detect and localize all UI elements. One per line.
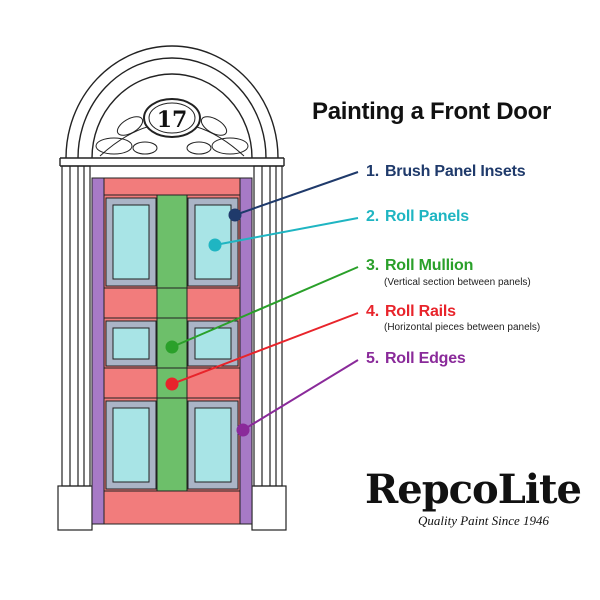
panel-inset-top-left xyxy=(112,204,150,280)
house-number: 17 xyxy=(157,107,188,133)
panel-inset-mid-right xyxy=(194,327,232,360)
step-1-label: Brush Panel Insets xyxy=(384,163,526,180)
step-4-label: Roll Rails xyxy=(384,303,456,320)
fanlight-arch-inner2 xyxy=(91,73,253,159)
step-3-label: Roll Mullion xyxy=(384,257,474,274)
step-1-number: 1. xyxy=(366,163,379,180)
callout-dot-4 xyxy=(165,377,179,391)
step-4-note: (Horizontal pieces between panels) xyxy=(384,322,541,333)
step-4-number: 4. xyxy=(366,303,379,320)
callout-dot-3 xyxy=(165,340,179,354)
callout-dot-2 xyxy=(208,238,222,252)
panel-inset-bottom-right xyxy=(194,407,232,483)
callout-line-2 xyxy=(214,217,359,246)
callout-dots xyxy=(165,208,250,437)
step-4: 4. Roll Rails xyxy=(366,303,456,321)
step-5-number: 5. xyxy=(366,350,379,367)
rail-lines xyxy=(104,194,240,492)
house-number-plaque xyxy=(143,98,201,138)
right-pilaster xyxy=(251,165,287,531)
step-3-number: 3. xyxy=(366,257,379,274)
step-2-number: 2. xyxy=(366,208,379,225)
door-edge-left xyxy=(91,177,105,525)
left-pilaster xyxy=(57,165,93,531)
brand-logo: RepcoLite xyxy=(365,466,582,513)
callout-line-4 xyxy=(171,312,359,385)
door-panels xyxy=(105,197,239,490)
callout-line-1 xyxy=(234,171,359,216)
callout-lines xyxy=(171,171,359,431)
page-title: Painting a Front Door xyxy=(312,98,552,125)
step-5-label: Roll Edges xyxy=(384,350,466,367)
panel-inset-mid-left xyxy=(112,327,150,360)
callout-dot-1 xyxy=(228,208,242,222)
callout-line-5 xyxy=(242,359,359,431)
brand-tagline: Quality Paint Since 1946 xyxy=(418,513,550,528)
panel-inset-bottom-left xyxy=(112,407,150,483)
fanlight-arch xyxy=(65,45,279,159)
step-3-note: (Vertical section between panels) xyxy=(384,277,531,288)
callout-dot-5 xyxy=(236,423,250,437)
door-casing xyxy=(59,45,285,167)
door-edge-right xyxy=(239,177,253,525)
step-1: 1. Brush Panel Insets xyxy=(366,163,526,181)
step-5: 5. Roll Edges xyxy=(366,350,466,368)
callout-line-3 xyxy=(171,266,359,348)
fanlight-arch-inner xyxy=(77,57,267,159)
step-3: 3. Roll Mullion xyxy=(366,257,473,275)
step-2: 2. Roll Panels xyxy=(366,208,469,226)
step-2-label: Roll Panels xyxy=(384,208,470,225)
